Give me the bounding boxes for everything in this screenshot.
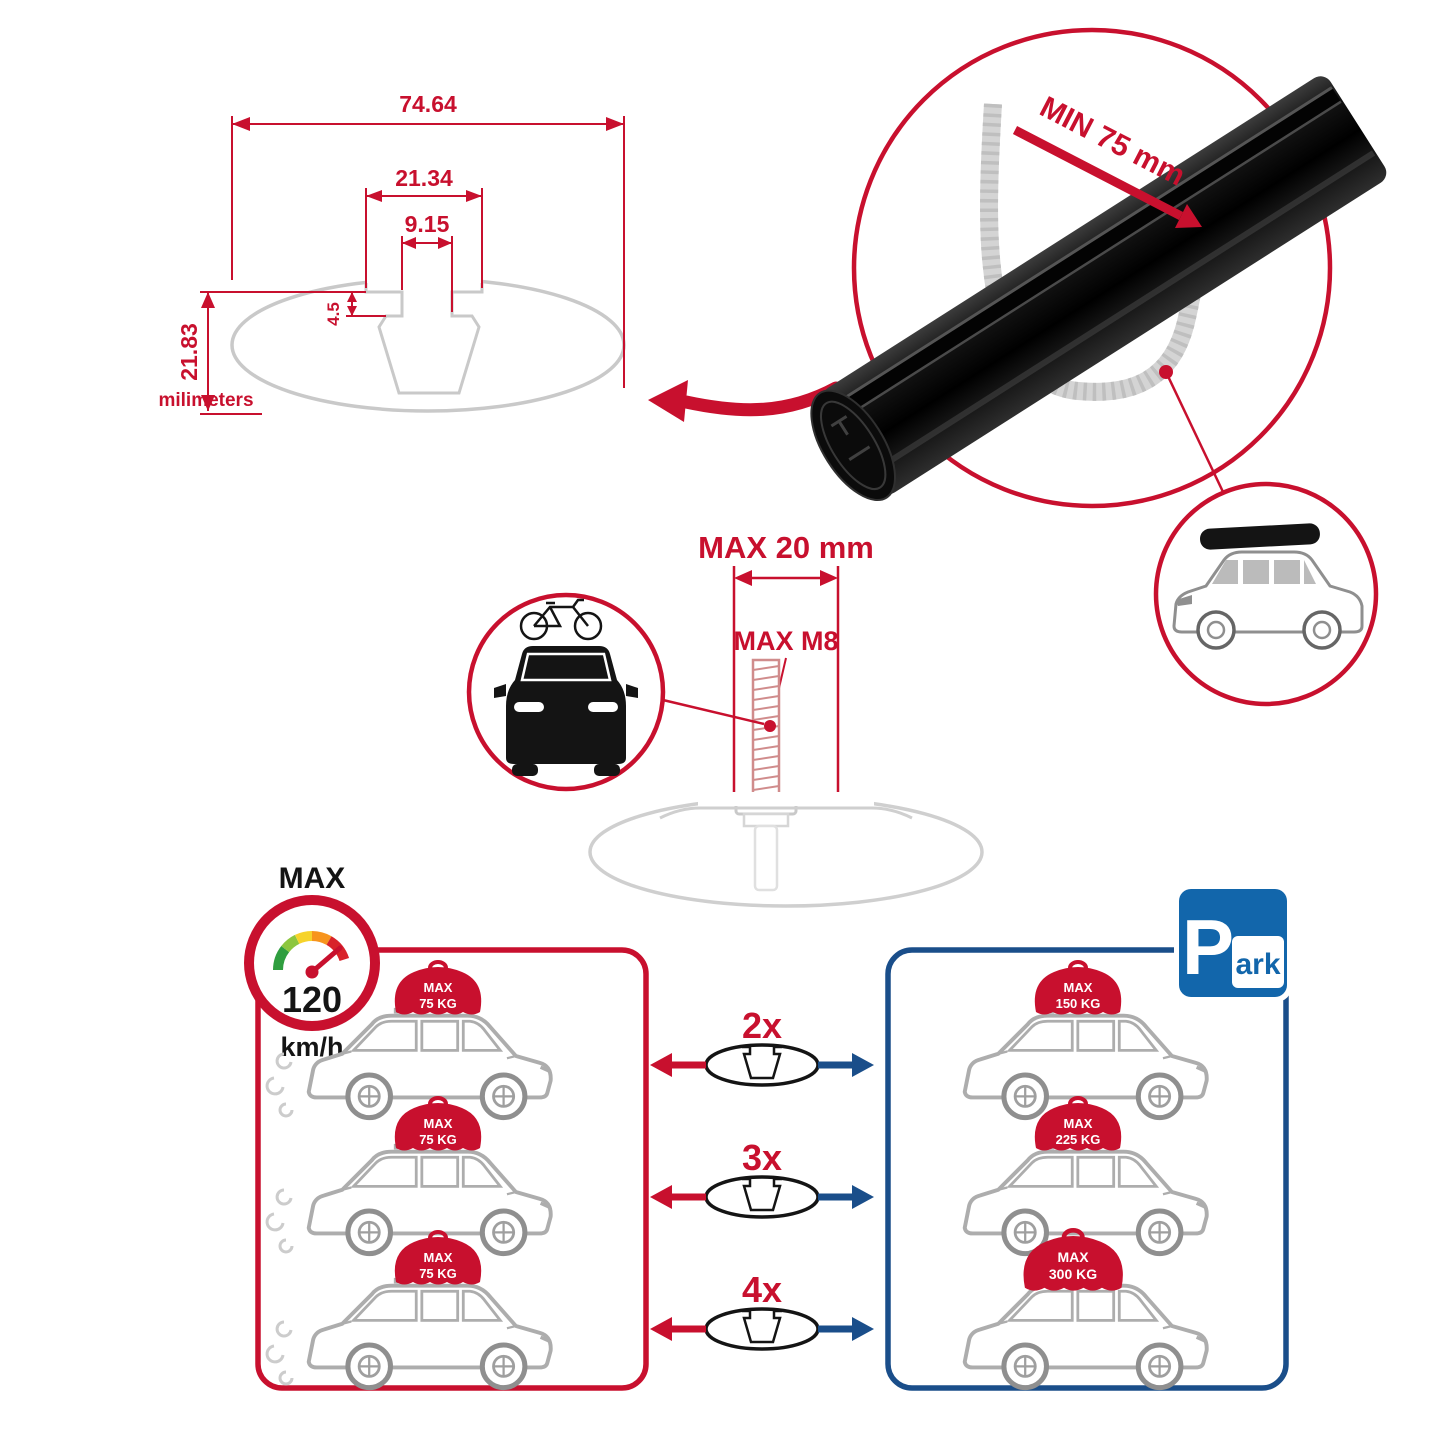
pointer-arrowhead <box>648 380 688 422</box>
arrowhead-left <box>650 1185 672 1209</box>
cargo-weight: 300 KG <box>1049 1266 1097 1282</box>
dim-slot-width: 9.15 <box>405 211 450 237</box>
thread-point-dot <box>764 720 776 732</box>
unit-label: milimeters <box>158 390 253 411</box>
arrowhead <box>201 292 215 308</box>
arrowhead-left <box>650 1053 672 1077</box>
arrowhead-right <box>852 1317 874 1341</box>
dim-height: 21.83 <box>176 323 202 381</box>
leader-line-suv <box>1164 371 1226 495</box>
crossbar-end-cap <box>810 389 897 502</box>
cargo-max-label: MAX <box>424 1116 453 1131</box>
multiplier-2x: 2x <box>742 1005 782 1046</box>
crossbar-section-icon <box>704 1043 820 1087</box>
dim-channel-width: 21.34 <box>395 165 453 191</box>
arrowhead <box>201 395 215 411</box>
roof-box <box>1200 523 1320 550</box>
u-bolt-clamp-icon <box>980 103 1212 401</box>
crossbar-section-icon <box>704 1175 820 1219</box>
cargo-weight: 75 KG <box>419 1266 457 1281</box>
cargo-weight: 150 KG <box>1056 996 1101 1011</box>
bolt-max-thread-label: MAX M8 <box>733 626 838 656</box>
cargo-weight: 75 KG <box>419 1132 457 1147</box>
dim-outer-width: 74.64 <box>399 91 457 117</box>
bolt-icon <box>734 658 798 892</box>
arrowhead <box>232 117 250 131</box>
dim-74-lines <box>231 116 625 388</box>
bolt-dimension: MAX 20 mm MAX M8 <box>698 530 874 796</box>
arrowhead <box>347 292 357 302</box>
speed-value: 120 <box>282 979 342 1020</box>
crossbar-section-icon <box>704 1307 820 1351</box>
left-panel-cars: MAX 75 KG MAX 75 KG MAX 75 KG <box>265 960 551 1388</box>
car-front-body <box>506 646 626 764</box>
arrowhead <box>466 190 482 202</box>
cargo-max-label: MAX <box>424 1250 453 1265</box>
speed-max-label: MAX <box>279 862 346 895</box>
bolt-max-length-label: MAX 20 mm <box>698 530 874 565</box>
min-span-arrow <box>1012 126 1184 220</box>
cargo-weight: 225 KG <box>1056 1132 1101 1147</box>
park-letter: P <box>1182 903 1234 991</box>
profile-ellipse-bottom <box>588 792 984 908</box>
profile-ellipse <box>230 277 626 413</box>
bike-icon <box>519 598 603 641</box>
cargo-max-label: MAX <box>424 980 453 995</box>
cargo-max-label: MAX <box>1064 980 1093 995</box>
suv-roofbox-icon <box>1153 481 1379 707</box>
speedometer-icon: MAX 120 km/h <box>244 862 380 1062</box>
min-span-arrowhead <box>1175 204 1202 228</box>
cargo-max-label: MAX <box>1064 1116 1093 1131</box>
right-panel-cars: MAX 150 KG MAX 225 KG MAX 300 KG <box>965 960 1207 1388</box>
arrowhead <box>402 237 416 249</box>
crossbar-profile-diagram: 74.64 21.34 9.15 4.5 21.83 milimeters <box>158 91 626 415</box>
dim-height-lines <box>200 291 348 415</box>
multiplier-rows: 2x 3x 4x <box>650 1005 874 1351</box>
car-bike-icon <box>466 592 666 792</box>
leader-line-bolt <box>662 698 765 726</box>
dim-slot-depth: 4.5 <box>324 302 343 326</box>
arrowhead-left <box>650 1317 672 1341</box>
cargo-max-label: MAX <box>1057 1249 1089 1265</box>
park-rest: ark <box>1235 948 1280 981</box>
arrowhead <box>438 237 452 249</box>
multiplier-3x: 3x <box>742 1137 782 1178</box>
dim-21-lines <box>365 188 483 288</box>
multiplier-4x: 4x <box>742 1269 782 1310</box>
crossbar-3d-render <box>810 76 1387 502</box>
arrowhead-right <box>852 1053 874 1077</box>
cargo-weight: 75 KG <box>419 996 457 1011</box>
arrowhead-right <box>852 1185 874 1209</box>
arrowhead <box>606 117 624 131</box>
zoom-circle <box>851 27 1333 509</box>
arrowhead <box>347 306 357 316</box>
arrowhead <box>366 190 382 202</box>
park-sign: P ark <box>1174 884 1292 1002</box>
profile-mask <box>366 274 482 291</box>
